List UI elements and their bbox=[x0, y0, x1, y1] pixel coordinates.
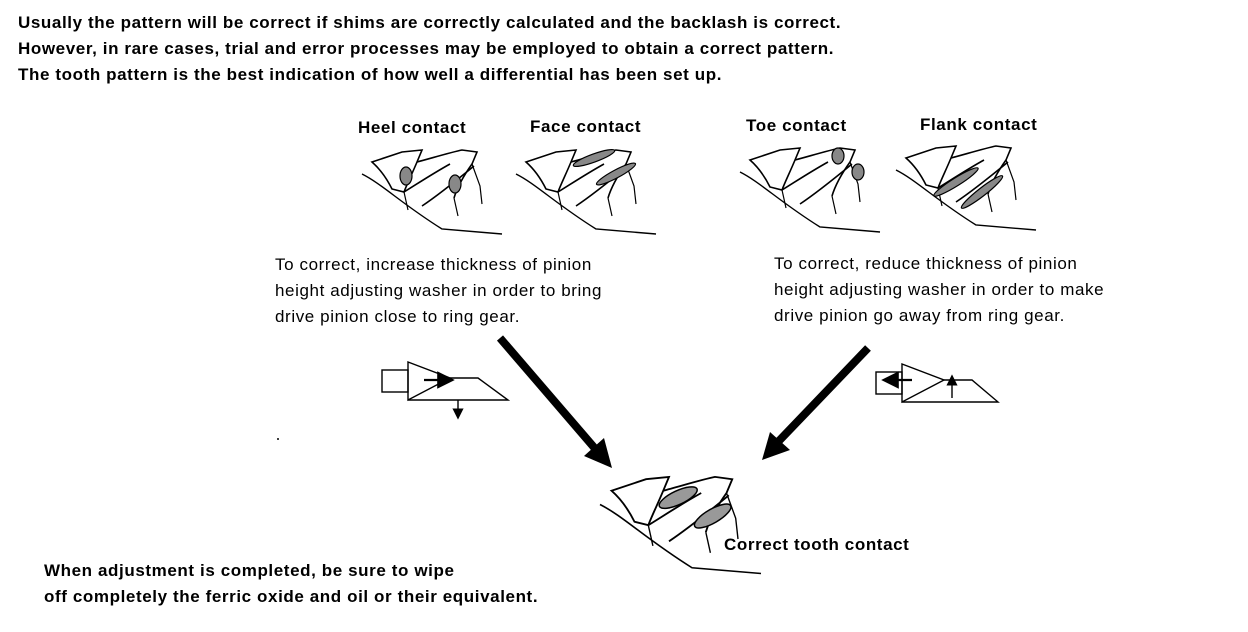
face-contact-gear-icon bbox=[515, 148, 657, 235]
flank-contact-gear-icon bbox=[895, 145, 1037, 231]
intro-line-1: Usually the pattern will be correct if s… bbox=[18, 13, 842, 32]
right-instruction-line-1: To correct, reduce thickness of pinion bbox=[774, 254, 1078, 273]
left-instruction-line-2: height adjusting washer in order to brin… bbox=[275, 281, 603, 300]
arrow-right-to-correct-icon bbox=[762, 345, 871, 460]
flank-contact-label: Flank contact bbox=[920, 115, 1038, 134]
correct-contact-gear-icon bbox=[599, 475, 762, 575]
right-instruction: To correct, reduce thickness of pinion h… bbox=[774, 251, 1104, 329]
intro-line-3: The tooth pattern is the best indication… bbox=[18, 65, 723, 84]
right-instruction-line-2: height adjusting washer in order to make bbox=[774, 280, 1105, 299]
left-instruction-line-1: To correct, increase thickness of pinion bbox=[275, 255, 592, 274]
left-instruction: To correct, increase thickness of pinion… bbox=[275, 252, 602, 330]
face-contact-label: Face contact bbox=[530, 117, 642, 136]
left-instruction-line-3: drive pinion close to ring gear. bbox=[275, 307, 521, 326]
toe-contact-label: Toe contact bbox=[746, 116, 847, 135]
arrow-left-to-correct-icon bbox=[496, 335, 612, 468]
closing-line-2: off completely the ferric oxide and oil … bbox=[44, 587, 539, 606]
closing-note: When adjustment is completed, be sure to… bbox=[44, 558, 538, 610]
pinion-away-from-ring-gear-icon bbox=[875, 362, 1000, 404]
heel-contact-gear-icon bbox=[361, 149, 503, 235]
pinion-toward-ring-gear-icon bbox=[381, 360, 511, 420]
right-instruction-line-3: drive pinion go away from ring gear. bbox=[774, 306, 1065, 325]
intro-text: Usually the pattern will be correct if s… bbox=[18, 10, 841, 88]
intro-line-2: However, in rare cases, trial and error … bbox=[18, 39, 835, 58]
closing-line-1: When adjustment is completed, be sure to… bbox=[44, 561, 455, 580]
correct-contact-label: Correct tooth contact bbox=[724, 535, 910, 554]
toe-contact-gear-icon bbox=[739, 147, 881, 233]
heel-contact-label: Heel contact bbox=[358, 118, 467, 137]
